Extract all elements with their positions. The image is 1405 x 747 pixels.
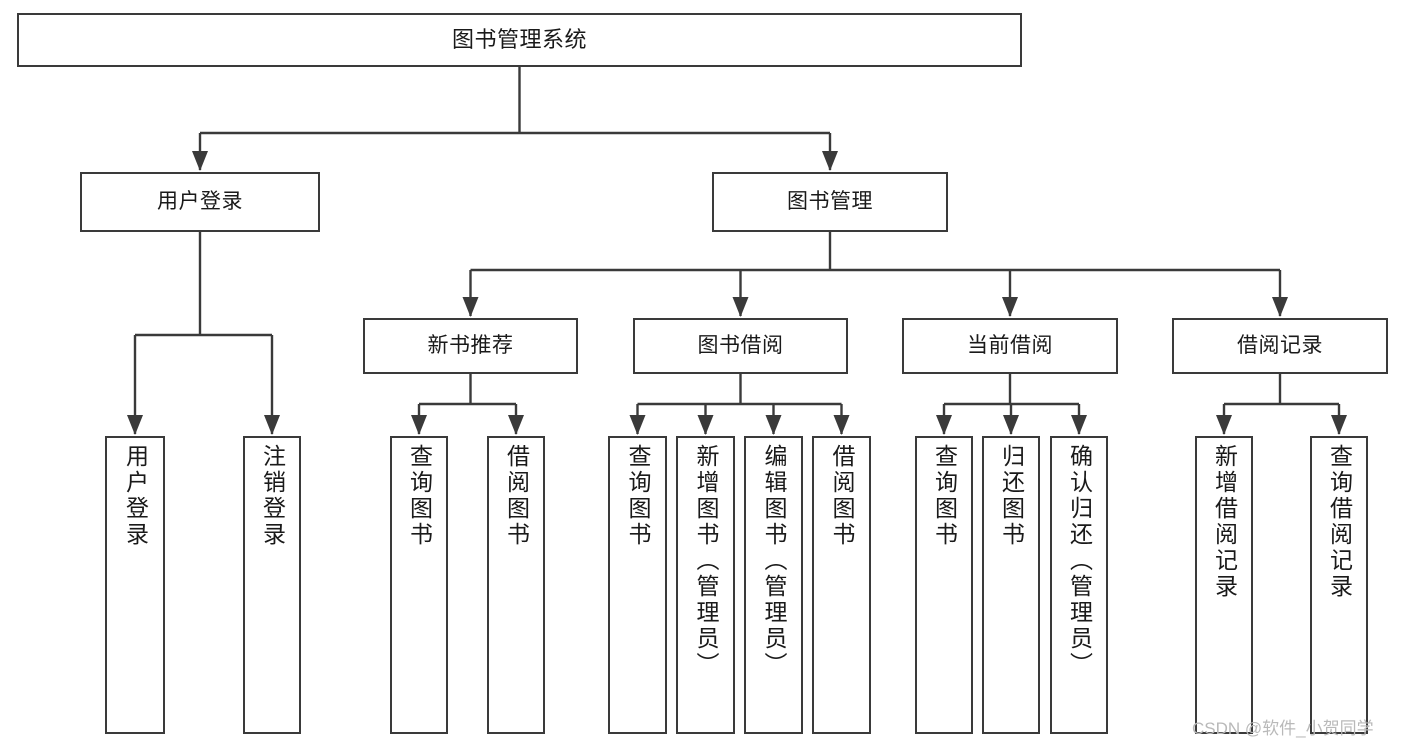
node-book-borrow[interactable]: 图书借阅 xyxy=(633,318,848,374)
node-label: 用户登录 xyxy=(122,444,149,548)
node-leaf-user-logout[interactable]: 注销登录 xyxy=(243,436,301,734)
node-label: 新书推荐 xyxy=(427,334,514,358)
arrow-head-icon xyxy=(1071,415,1087,435)
node-leaf-edit-book[interactable]: 编辑图书（管理员） xyxy=(744,436,803,734)
arrow-head-icon xyxy=(1003,415,1019,435)
node-leaf-query-record[interactable]: 查询借阅记录 xyxy=(1310,436,1368,734)
node-label: 查询图书 xyxy=(625,444,651,548)
arrow-head-icon xyxy=(936,415,952,435)
node-label: 图书借阅 xyxy=(697,334,784,358)
arrow-head-icon xyxy=(833,415,850,435)
arrow-head-icon xyxy=(1002,297,1018,317)
node-leaf-user-login[interactable]: 用户登录 xyxy=(105,436,165,734)
arrow-head-icon xyxy=(1331,415,1347,435)
node-label: 注销登录 xyxy=(259,444,286,548)
arrow-head-icon xyxy=(127,415,143,435)
node-label: 新增借阅记录 xyxy=(1211,444,1238,600)
arrow-head-icon xyxy=(1272,297,1288,317)
node-label: 当前借阅 xyxy=(967,334,1053,358)
node-label: 图书管理系统 xyxy=(451,26,587,52)
node-label: 编辑图书（管理员） xyxy=(761,444,787,678)
node-label: 查询图书 xyxy=(406,444,433,548)
node-label: 确认归还（管理员） xyxy=(1066,444,1093,678)
node-leaf-add-record[interactable]: 新增借阅记录 xyxy=(1195,436,1253,734)
arrow-head-icon xyxy=(765,415,782,435)
node-user-login[interactable]: 用户登录 xyxy=(80,172,320,232)
node-leaf-confirm-return[interactable]: 确认归还（管理员） xyxy=(1050,436,1108,734)
node-label: 查询图书 xyxy=(931,444,958,548)
node-new-book-rec[interactable]: 新书推荐 xyxy=(363,318,578,374)
arrow-head-icon xyxy=(411,415,427,435)
arrow-head-icon xyxy=(462,297,479,317)
node-leaf-query-book-2[interactable]: 查询图书 xyxy=(608,436,667,734)
node-label: 借阅图书 xyxy=(829,444,855,548)
node-label: 借阅图书 xyxy=(503,444,530,548)
node-leaf-add-book[interactable]: 新增图书（管理员） xyxy=(676,436,735,734)
arrow-head-icon xyxy=(264,415,280,435)
node-label: 用户登录 xyxy=(157,190,243,214)
node-label: 归还图书 xyxy=(998,444,1025,548)
arrow-head-icon xyxy=(192,151,208,171)
arrow-head-icon xyxy=(629,415,646,435)
node-book-manage[interactable]: 图书管理 xyxy=(712,172,948,232)
node-borrow-record[interactable]: 借阅记录 xyxy=(1172,318,1388,374)
node-leaf-borrow-book-1[interactable]: 借阅图书 xyxy=(487,436,545,734)
node-label: 新增图书（管理员） xyxy=(693,444,719,678)
node-label: 图书管理 xyxy=(787,190,873,214)
node-current-borrow[interactable]: 当前借阅 xyxy=(902,318,1118,374)
node-label: 查询借阅记录 xyxy=(1326,444,1353,600)
arrow-head-icon xyxy=(822,151,838,171)
node-label: 借阅记录 xyxy=(1237,334,1323,358)
node-leaf-borrow-book-2[interactable]: 借阅图书 xyxy=(812,436,871,734)
arrow-head-icon xyxy=(732,297,749,317)
node-leaf-query-book-1[interactable]: 查询图书 xyxy=(390,436,448,734)
node-leaf-return-book[interactable]: 归还图书 xyxy=(982,436,1040,734)
csdn-watermark: CSDN @软件_小贺同学 xyxy=(1192,719,1374,738)
arrow-head-icon xyxy=(697,415,714,435)
node-leaf-query-book-3[interactable]: 查询图书 xyxy=(915,436,973,734)
arrow-head-icon xyxy=(508,415,524,435)
arrow-head-icon xyxy=(1216,415,1232,435)
node-root[interactable]: 图书管理系统 xyxy=(17,13,1022,67)
